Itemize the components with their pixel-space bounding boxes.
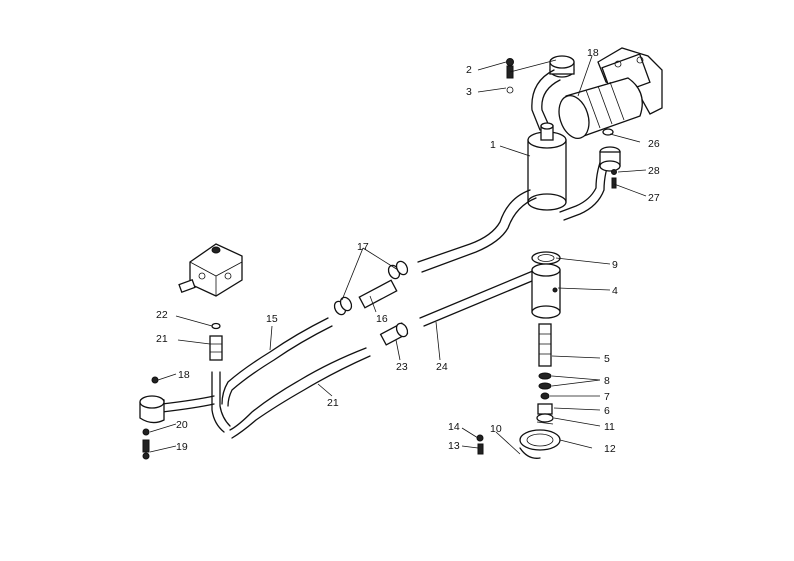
callout-27: 27 <box>648 192 660 204</box>
valve-block <box>178 243 243 361</box>
callout-3: 3 <box>466 86 472 98</box>
callout-23: 22 <box>156 309 168 321</box>
callout-1: 1 <box>490 139 496 151</box>
callout-17: 17 <box>357 241 369 253</box>
leader-lines <box>149 55 647 455</box>
callout-26: 26 <box>648 138 660 150</box>
reservoir-part-1 <box>527 69 567 211</box>
callout-18a: 18 <box>587 47 599 59</box>
callout-21: 21 <box>327 397 339 409</box>
callout-4: 4 <box>612 285 618 297</box>
callout-9: 9 <box>612 259 618 271</box>
callout-labels: 2 3 18 1 26 28 27 9 4 5 8 7 6 11 12 10 1… <box>156 47 660 455</box>
callout-10: 10 <box>490 423 502 435</box>
coupling-parts-16-17 <box>333 260 409 316</box>
callout-18b: 18 <box>178 369 190 381</box>
callout-13: 13 <box>448 440 460 452</box>
filter-stack <box>519 251 561 459</box>
callout-14: 14 <box>448 421 460 433</box>
callout-28: 28 <box>648 165 660 177</box>
screws-2-3 <box>506 58 514 94</box>
adapter-part-24 <box>379 322 409 346</box>
callout-19: 19 <box>176 441 188 453</box>
callout-2: 2 <box>466 64 472 76</box>
callout-16: 16 <box>376 313 388 325</box>
callout-7: 7 <box>604 391 610 403</box>
pump-assembly <box>549 47 663 140</box>
screws-13-14 <box>476 434 484 455</box>
hydraulic-lines <box>161 151 613 439</box>
left-bracket <box>139 376 165 460</box>
callout-25: 24 <box>436 361 448 373</box>
callout-22: 21 <box>156 333 168 345</box>
callout-15: 15 <box>266 313 278 325</box>
callout-20: 20 <box>176 419 188 431</box>
callout-5: 5 <box>604 353 610 365</box>
callout-6: 6 <box>604 405 610 417</box>
callout-12: 12 <box>604 443 616 455</box>
fittings-26-27-28 <box>599 146 621 189</box>
callout-8: 8 <box>604 375 610 387</box>
callout-24: 23 <box>396 361 408 373</box>
callout-11: 11 <box>604 421 615 433</box>
